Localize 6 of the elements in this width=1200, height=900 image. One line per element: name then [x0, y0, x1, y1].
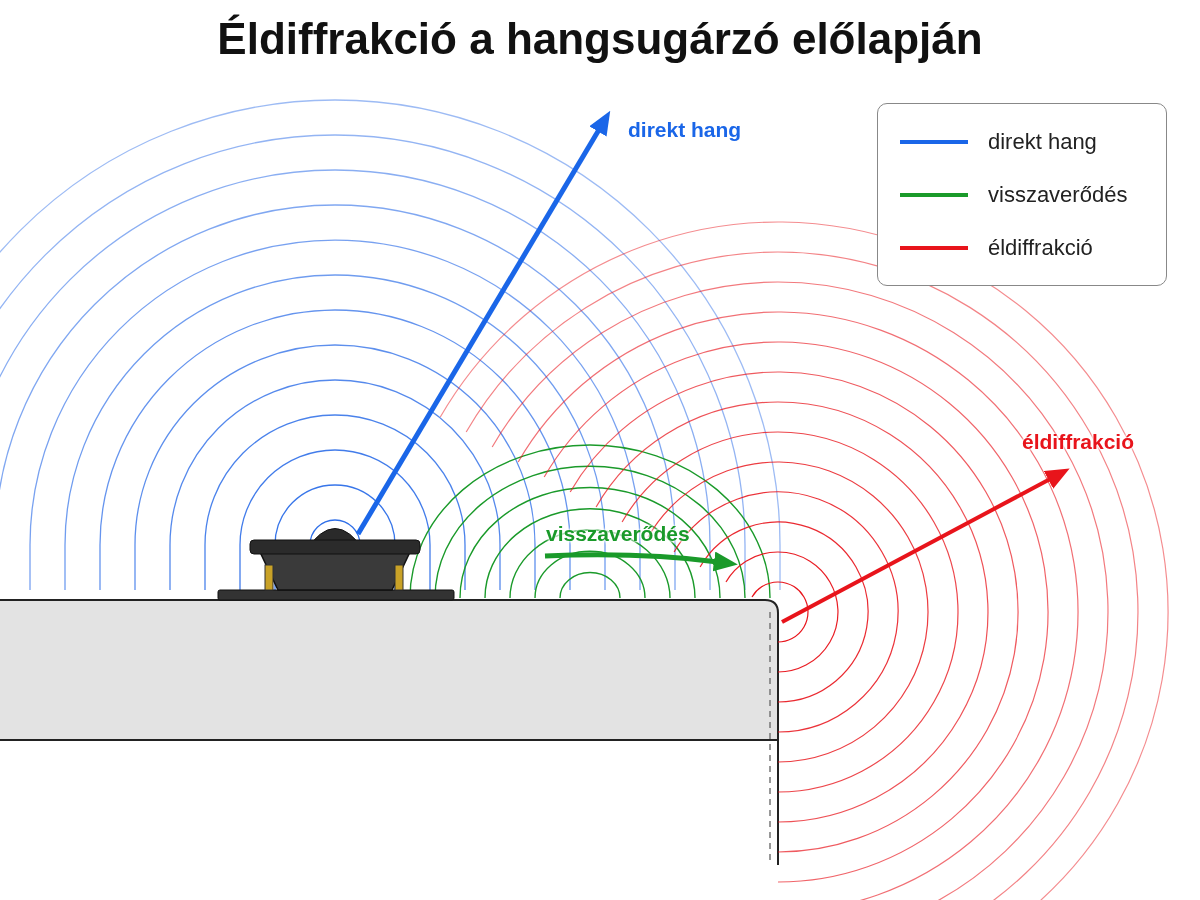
legend-label: éldiffrakció — [988, 235, 1093, 261]
legend-label: visszaverődés — [988, 182, 1128, 208]
arrow-label: éldiffrakció — [1022, 430, 1135, 454]
arrow-label: direkt hang — [628, 118, 742, 142]
title: Éldiffrakció a hangsugárzó előlapján — [216, 14, 984, 64]
legend-label: direkt hang — [988, 129, 1097, 155]
